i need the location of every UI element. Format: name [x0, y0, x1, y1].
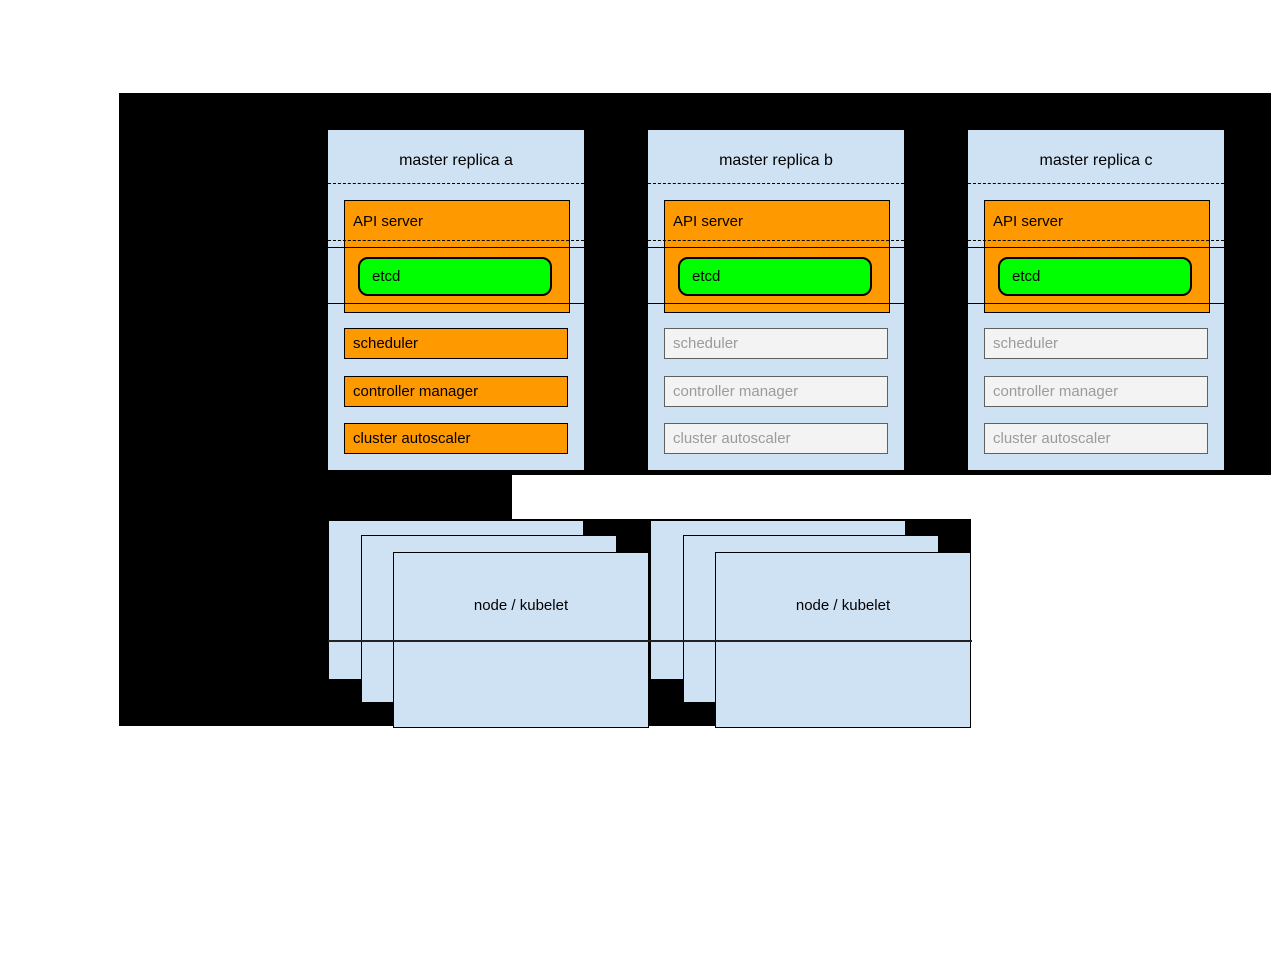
- etcd-load-balancer-line: [968, 303, 1224, 304]
- api-load-balancer-line: [328, 247, 584, 248]
- api-load-balancer-line: [648, 247, 904, 248]
- background-panel-left-extension: [119, 475, 512, 519]
- etcd-box: etcd: [998, 257, 1192, 296]
- master-replica-b-title: master replica b: [719, 152, 833, 169]
- title-divider-dashed-line: [968, 183, 1224, 184]
- master-replica-c-box: master replica c API server etcd schedul…: [968, 130, 1224, 470]
- scheduler-box: scheduler: [984, 328, 1208, 359]
- master-replica-a-box: master replica a API server etcd schedul…: [328, 130, 584, 470]
- title-divider-dashed-line: [328, 183, 584, 184]
- master-replica-b-box: master replica b API server etcd schedul…: [648, 130, 904, 470]
- cluster-autoscaler-box: cluster autoscaler: [984, 423, 1208, 454]
- api-server-label: API server: [353, 213, 424, 230]
- api-divider-dashed-line: [968, 240, 1224, 241]
- controller-manager-box: controller manager: [984, 376, 1208, 407]
- api-server-label: API server: [673, 213, 744, 230]
- node-divider-line: [328, 640, 650, 642]
- master-replica-c-title: master replica c: [1039, 152, 1153, 169]
- etcd-label: etcd: [372, 268, 401, 285]
- node-kubelet-label: node / kubelet: [795, 596, 891, 614]
- etcd-load-balancer-line: [648, 303, 904, 304]
- controller-manager-box: controller manager: [344, 376, 568, 407]
- node-kubelet-label: node / kubelet: [473, 596, 569, 614]
- controller-manager-box: controller manager: [664, 376, 888, 407]
- api-load-balancer-line: [968, 247, 1224, 248]
- cluster-autoscaler-box: cluster autoscaler: [664, 423, 888, 454]
- etcd-label: etcd: [1012, 268, 1041, 285]
- master-replica-a-title: master replica a: [399, 152, 513, 169]
- cluster-autoscaler-box: cluster autoscaler: [344, 423, 568, 454]
- api-server-label: API server: [993, 213, 1064, 230]
- scheduler-box: scheduler: [344, 328, 568, 359]
- etcd-load-balancer-line: [328, 303, 584, 304]
- scheduler-box: scheduler: [664, 328, 888, 359]
- etcd-box: etcd: [358, 257, 552, 296]
- node-stack-1: node / kubelet: [328, 519, 650, 729]
- node-divider-line: [650, 640, 972, 642]
- node-stack-2: node / kubelet: [650, 519, 972, 729]
- api-divider-dashed-line: [648, 240, 904, 241]
- etcd-label: etcd: [692, 268, 721, 285]
- api-divider-dashed-line: [328, 240, 584, 241]
- title-divider-dashed-line: [648, 183, 904, 184]
- etcd-box: etcd: [678, 257, 872, 296]
